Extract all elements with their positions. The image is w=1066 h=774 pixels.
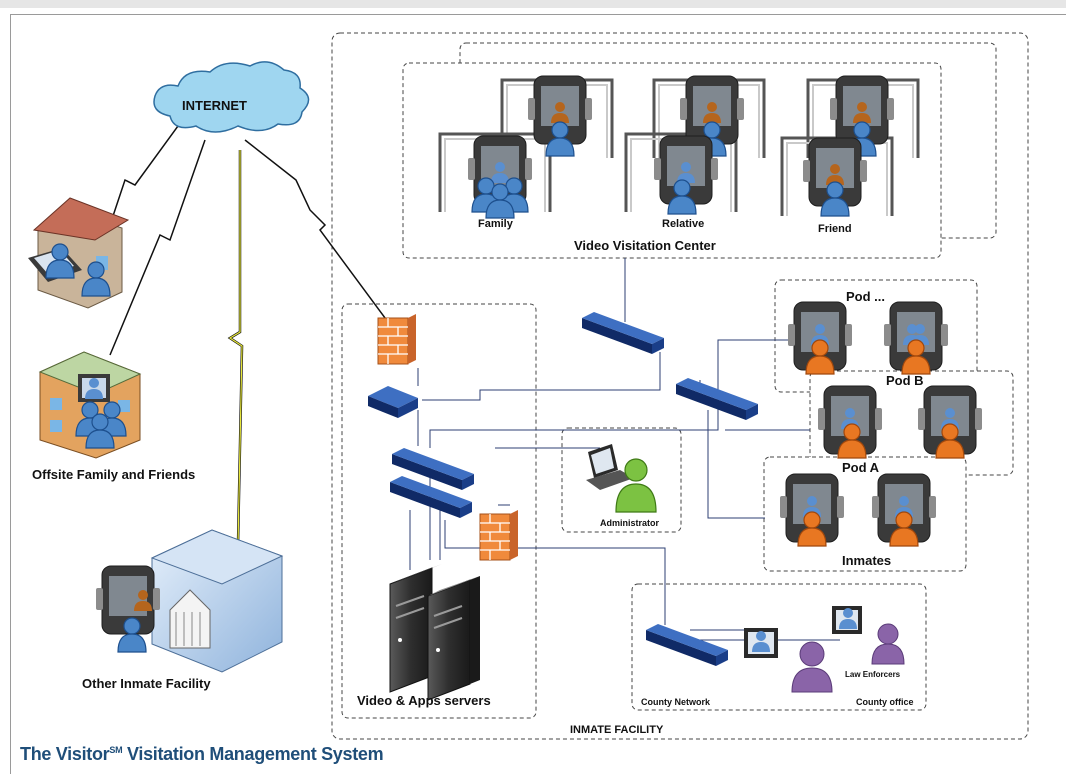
friend-label: Friend — [818, 223, 852, 235]
footer-title-rest: Visitation Management System — [122, 744, 384, 764]
internet-label: INTERNET — [182, 98, 247, 113]
top-band — [0, 0, 1066, 8]
county-box — [631, 583, 927, 711]
house-1 — [28, 197, 130, 309]
video-visitation-center-label: Video Visitation Center — [574, 238, 716, 253]
administrator-figure — [586, 444, 657, 513]
other-inmate-facility — [95, 529, 284, 673]
pod-a-label: Pod A — [842, 460, 880, 475]
inmates-label: Inmates — [842, 553, 892, 568]
other-inmate-facility-label: Other Inmate Facility — [82, 676, 211, 691]
county-network-label: County Network — [641, 697, 711, 707]
administrator-label: Administrator — [600, 518, 660, 528]
county-office-figures — [744, 606, 905, 693]
firewall-bottom — [479, 509, 519, 561]
inmate-facility-box — [331, 32, 1029, 740]
page-frame — [10, 14, 1066, 774]
family-label: Family — [478, 218, 513, 230]
internet-cloud — [153, 61, 310, 133]
footer-title-main: The Visitor — [20, 744, 110, 764]
servers-label: Video & Apps servers — [357, 693, 491, 708]
router — [368, 386, 418, 418]
footer-title-sup: SM — [109, 745, 123, 755]
inmate-facility-label: INMATE FACILITY — [570, 724, 664, 736]
administrator-box — [561, 427, 682, 533]
pod-etc-label: Pod ... — [846, 289, 885, 304]
servers — [389, 564, 480, 701]
law-enforcers-label: Law Enforcers — [845, 670, 901, 679]
footer-title: The VisitorSM Visitation Management Syst… — [20, 744, 384, 765]
county-office-label: County office — [856, 697, 914, 707]
firewall-top — [377, 313, 417, 365]
servers-box — [341, 303, 537, 719]
house-2 — [38, 351, 142, 459]
pod-b-label: Pod B — [886, 373, 924, 388]
relative-label: Relative — [662, 218, 705, 230]
internet-links — [109, 125, 389, 356]
wireless-link — [227, 150, 244, 546]
offsite-family-label: Offsite Family and Friends — [32, 467, 196, 482]
